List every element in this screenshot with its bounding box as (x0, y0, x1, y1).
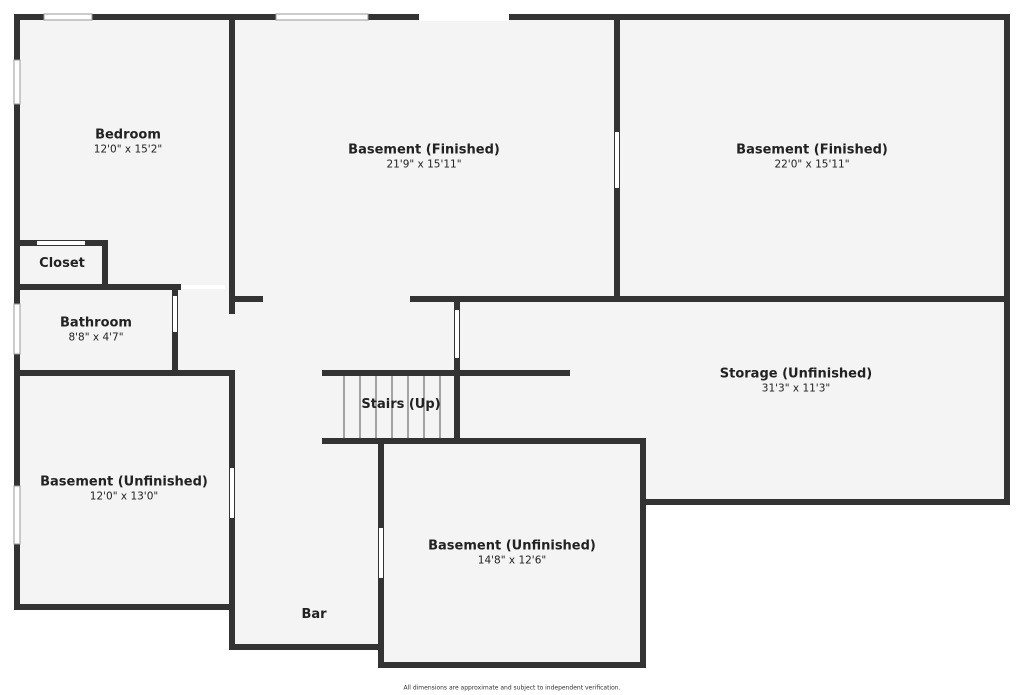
room-label-bar: Bar (301, 607, 326, 623)
room-label-basement-unfinished-west: Basement (Unfinished) 12'0" x 13'0" (40, 474, 208, 503)
room-name: Basement (Unfinished) (40, 474, 208, 490)
room-label-bedroom: Bedroom 12'0" x 15'2" (94, 127, 162, 156)
room-name: Basement (Unfinished) (428, 538, 596, 554)
room-name: Basement (Finished) (736, 142, 888, 158)
room-label-storage: Storage (Unfinished) 31'3" x 11'3" (720, 366, 873, 395)
room-label-basement-finished-center: Basement (Finished) 21'9" x 15'11" (348, 142, 500, 171)
room-label-bathroom: Bathroom 8'8" x 4'7" (60, 315, 132, 344)
room-name: Bathroom (60, 315, 132, 331)
room-label-closet: Closet (39, 256, 85, 272)
room-label-basement-unfinished-south: Basement (Unfinished) 14'8" x 12'6" (428, 538, 596, 567)
room-dims: 12'0" x 15'2" (93, 143, 163, 156)
door-openings (37, 13, 619, 578)
room-dims: 22'0" x 15'11" (774, 158, 850, 171)
stairs-icon (343, 376, 454, 438)
room-dims: 8'8" x 4'7" (68, 331, 124, 344)
room-dims: 31'3" x 11'3" (761, 382, 831, 395)
floor-area (14, 14, 1010, 668)
room-dims: 14'8" x 12'6" (477, 554, 547, 567)
room-label-stairs: Stairs (Up) (361, 397, 440, 413)
room-name: Basement (Finished) (348, 142, 500, 158)
room-dims: 12'0" x 13'0" (89, 490, 159, 503)
room-name: Stairs (Up) (361, 396, 441, 412)
windows (13, 13, 369, 545)
disclaimer-footnote: All dimensions are approximate and subje… (403, 684, 621, 692)
room-name: Closet (39, 255, 85, 271)
room-dims: 21'9" x 15'11" (386, 158, 462, 171)
room-name: Storage (Unfinished) (719, 366, 873, 382)
room-name: Bar (301, 606, 327, 622)
room-name: Bedroom (95, 127, 161, 143)
room-label-basement-finished-east: Basement (Finished) 22'0" x 15'11" (736, 142, 888, 171)
